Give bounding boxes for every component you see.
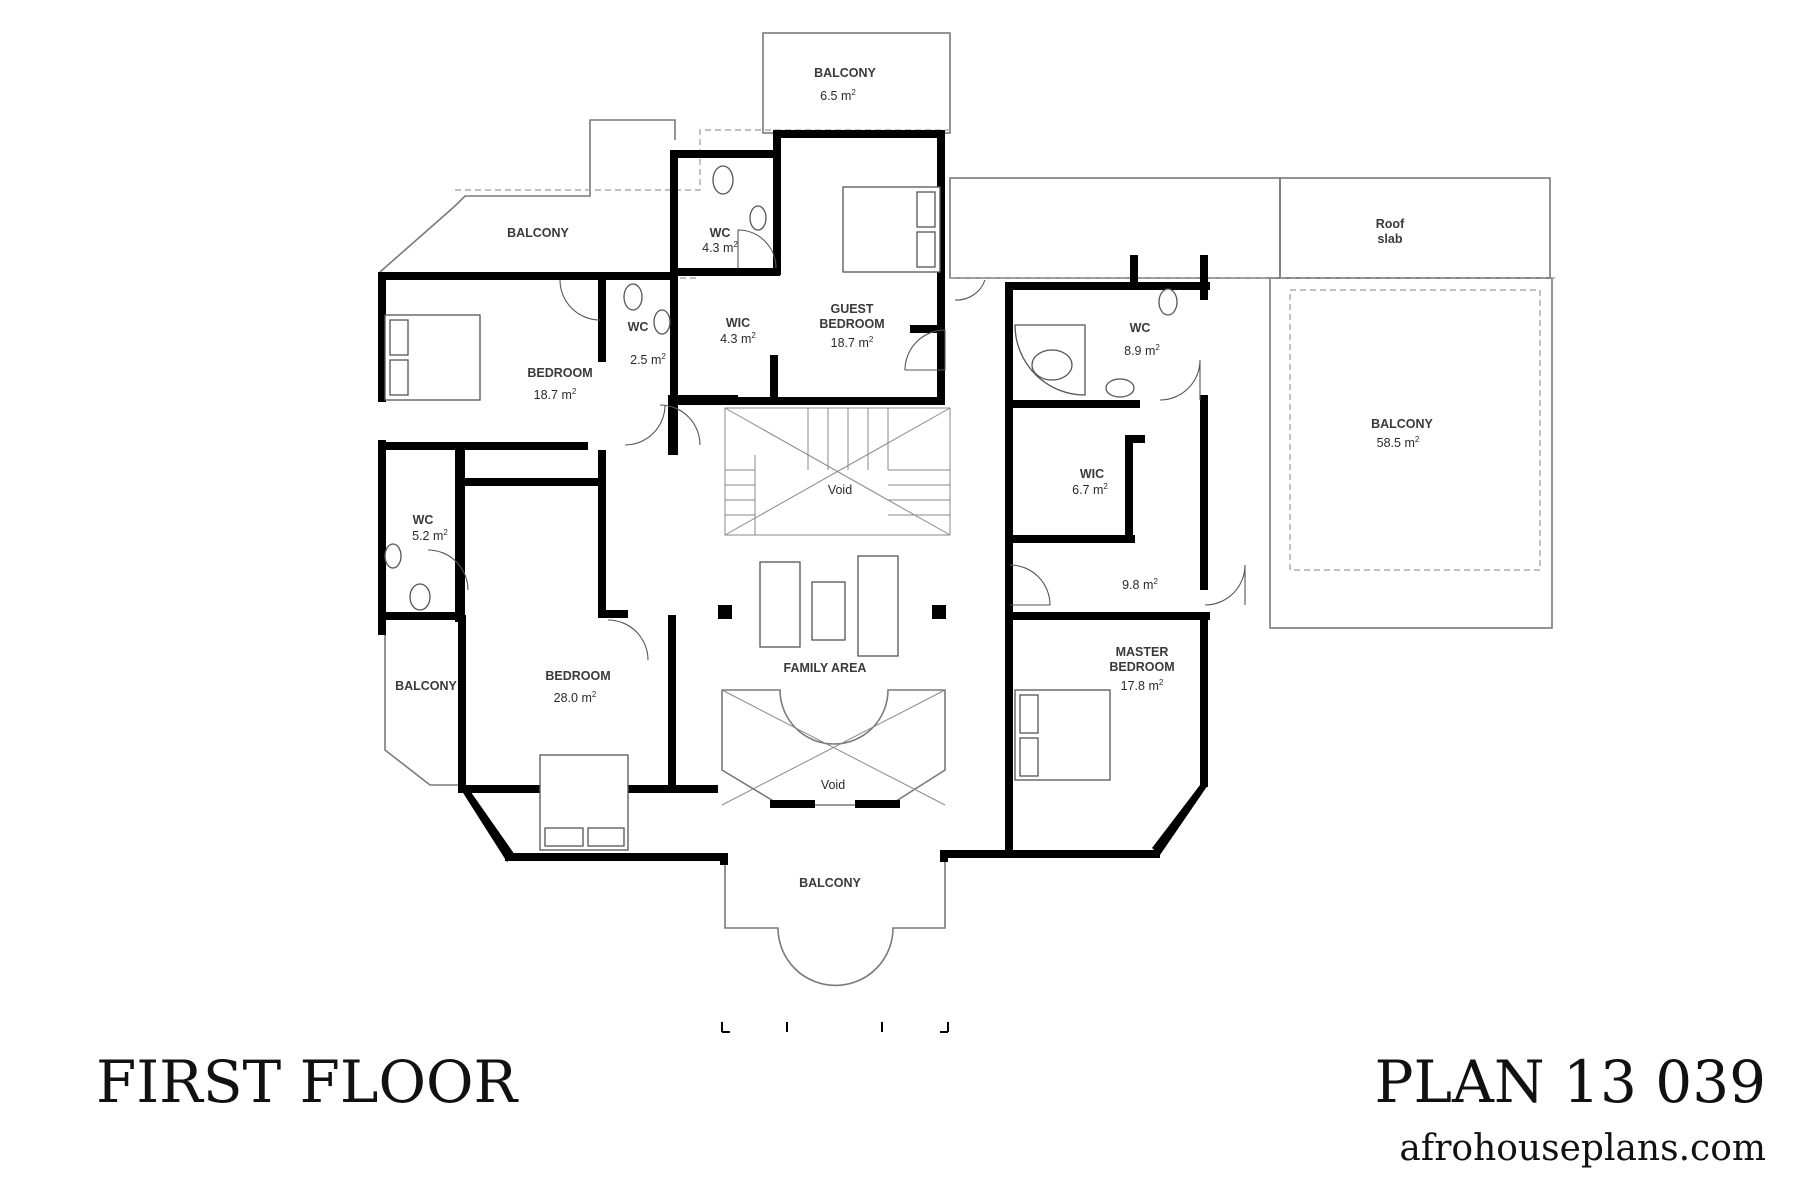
label-wc-small: WC <box>628 320 649 334</box>
label-bedroom-lower: BEDROOM <box>545 669 610 683</box>
area-wc-top: 4.3 m2 <box>702 240 738 255</box>
label-wc-left: WC <box>413 513 434 527</box>
website-url: afrohouseplans.com <box>1399 1128 1766 1169</box>
label-wc-top: WC <box>710 226 731 240</box>
label-wic-master: WIC <box>1080 467 1104 481</box>
label-master-bedroom: MASTER <box>1116 645 1169 659</box>
label-void-front: Void <box>821 778 845 792</box>
section-marks <box>721 1022 949 1033</box>
label-void-stair: Void <box>828 483 852 497</box>
area-wc-small: 2.5 m2 <box>630 352 666 367</box>
stair-void <box>721 407 951 806</box>
area-wic-top: 4.3 m2 <box>720 331 756 346</box>
label-balcony-right: BALCONY <box>1371 417 1433 431</box>
label-wic-top: WIC <box>726 316 750 330</box>
label-family-area: FAMILY AREA <box>784 661 867 675</box>
area-wc-master: 8.9 m2 <box>1124 343 1160 358</box>
area-wc-left: 5.2 m2 <box>412 528 448 543</box>
label-balcony-bottom: BALCONY <box>799 876 861 890</box>
label-guest-bedroom-2: BEDROOM <box>819 317 884 331</box>
label-roof-slab-2: slab <box>1377 232 1402 246</box>
label-bedroom-upper: BEDROOM <box>527 366 592 380</box>
area-balcony-top: 6.5 m2 <box>820 88 856 103</box>
area-wic-master: 6.7 m2 <box>1072 482 1108 497</box>
room-labels: BALCONY 6.5 m2 BALCONY WC 4.3 m2 WIC 4.3… <box>395 66 1433 890</box>
label-roof-slab: Roof <box>1376 217 1405 231</box>
area-bedroom-upper: 18.7 m2 <box>534 387 577 402</box>
fixtures <box>384 165 1178 851</box>
area-balcony-right: 58.5 m2 <box>1377 435 1420 450</box>
label-master-bedroom-2: BEDROOM <box>1109 660 1174 674</box>
label-wc-master: WC <box>1130 321 1151 335</box>
label-guest-bedroom: GUEST <box>830 302 873 316</box>
area-lobby-master: 9.8 m2 <box>1122 577 1158 592</box>
plan-title: FIRST FLOOR <box>96 1048 518 1116</box>
plan-number: PLAN 13 039 <box>1374 1048 1766 1116</box>
area-bedroom-lower: 28.0 m2 <box>554 690 597 705</box>
door-swings <box>427 229 1246 661</box>
label-balcony-top: BALCONY <box>814 66 876 80</box>
area-guest-bedroom: 18.7 m2 <box>831 335 874 350</box>
floor-plan-drawing: BALCONY 6.5 m2 BALCONY WC 4.3 m2 WIC 4.3… <box>378 32 1555 1033</box>
label-balcony-left-lower: BALCONY <box>395 679 457 693</box>
area-master-bedroom: 17.8 m2 <box>1121 678 1164 693</box>
label-balcony-left-upper: BALCONY <box>507 226 569 240</box>
